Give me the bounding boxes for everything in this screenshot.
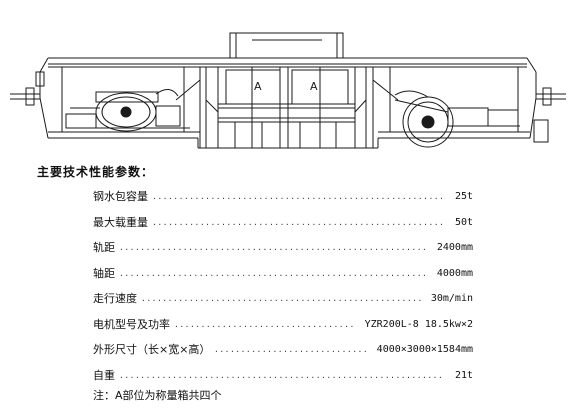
spec-value: 2400mm [436,242,473,253]
spec-name: 自重 [93,368,115,382]
center-structure [175,67,399,148]
spec-name: 走行速度 [93,292,137,305]
right-buffer [533,87,566,143]
leader-dots: ........................................… [141,294,423,303]
leader-dots: ............................. [214,345,369,354]
spec-value: 21t [454,369,473,381]
left-axle-hub [120,106,132,118]
spec-row-max-load: 最大载重量 ..................................… [93,216,473,242]
top-bracket [200,32,373,59]
spec-name: 钢水包容量 [93,190,148,203]
spec-row-self-weight: 自重 .....................................… [93,369,473,395]
spec-name: 外形尺寸（长×宽×高） [93,343,211,356]
car-body [39,72,537,149]
spec-value: 50t [454,216,473,228]
spec-row-ladle-capacity: 钢水包容量 ..................................… [93,190,473,216]
spec-list: 钢水包容量 ..................................… [93,190,473,394]
left-drive [65,89,190,132]
section-label-a-left: A [254,80,262,93]
spec-name: 轴距 [93,266,115,280]
spec-value: 4000mm [436,267,473,279]
spec-value: 30m/min [430,293,473,304]
spec-value: 25t [454,191,473,202]
spec-name: 电机型号及功率 [93,317,170,331]
right-axle-hub [421,115,435,129]
left-buffer [10,71,45,106]
leader-dots: ........................................… [152,192,445,201]
spec-name: 最大载重量 [93,215,148,229]
leader-dots: .................................. [174,319,355,329]
section-label-a-right: A [310,80,318,93]
specs-heading: 主要技术性能参数： [37,165,155,179]
leader-dots: ........................................… [119,370,444,380]
leader-dots: ........................................… [152,217,445,227]
spec-row-track-gauge: 轨距 .....................................… [93,241,473,267]
body-ribs [61,67,519,132]
spec-row-wheelbase: 轴距 .....................................… [93,267,473,293]
spec-row-travel-speed: 走行速度 ...................................… [93,292,473,318]
spec-row-dimensions: 外形尺寸（长×宽×高） ............................… [93,343,473,369]
leader-dots: ........................................… [119,243,428,252]
spec-value: 4000×3000×1584mm [376,344,473,355]
leader-dots: ........................................… [119,268,428,278]
spec-name: 轨距 [93,241,115,254]
right-drive [394,90,520,148]
spec-value: YZR200L-8 18.5kw×2 [364,318,473,330]
ladle-car-drawing: A A [10,32,566,149]
footnote: 注：A部位为称量箱共四个 [93,389,222,402]
spec-row-motor: 电机型号及功率 ................................… [93,318,473,344]
